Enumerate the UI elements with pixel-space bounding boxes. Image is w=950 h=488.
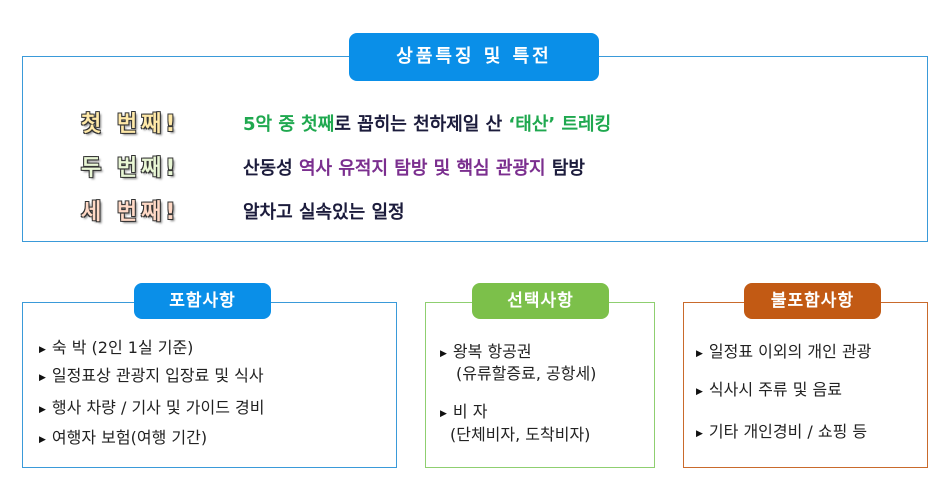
feature-1-highlight-b: ‘태산’ 트레킹 xyxy=(508,114,612,135)
optional-title: 선택사항 xyxy=(472,283,609,319)
included-panel: ▶숙 박 (2인 1실 기준) ▶일정표상 관광지 입장료 및 식사 ▶행사 차… xyxy=(22,302,397,468)
bullet-triangle-icon: ▶ xyxy=(696,387,703,397)
feature-ordinal-1: 첫 번째! xyxy=(81,112,180,137)
excluded-item-1: ▶일정표 이외의 개인 관광 xyxy=(696,341,871,365)
excluded-title: 불포함사항 xyxy=(744,283,881,319)
feature-1-highlight-a: 5악 중 첫째 xyxy=(243,114,335,135)
optional-item-1: ▶왕복 항공권 xyxy=(440,341,532,365)
feature-1-plain: 로 꼽히는 천하제일 산 xyxy=(334,114,509,135)
feature-2-plain-a: 산동성 xyxy=(243,158,299,179)
excluded-panel: ▶일정표 이외의 개인 관광 ▶식사시 주류 및 음료 ▶기타 개인경비 / 쇼… xyxy=(683,302,928,468)
feature-text-2: 산동성 역사 유적지 탐방 및 핵심 관광지 탐방 xyxy=(243,151,585,187)
feature-row-3: 세 번째! 알차고 실속있는 일정 xyxy=(23,195,927,231)
feature-ordinal-3: 세 번째! xyxy=(81,200,180,225)
bullet-triangle-icon: ▶ xyxy=(39,345,46,355)
excluded-item-2: ▶식사시 주류 및 음료 xyxy=(696,379,842,403)
optional-item-1-detail: (유류할증료, 공항세) xyxy=(456,364,597,383)
included-item-4: ▶여행자 보험(여행 기간) xyxy=(39,427,207,451)
bullet-triangle-icon: ▶ xyxy=(39,405,46,415)
included-item-2: ▶일정표상 관광지 입장료 및 식사 xyxy=(39,365,264,389)
bullet-triangle-icon: ▶ xyxy=(696,429,703,439)
included-item-1: ▶숙 박 (2인 1실 기준) xyxy=(39,337,193,361)
excluded-item-3: ▶기타 개인경비 / 쇼핑 등 xyxy=(696,421,867,445)
included-item-3: ▶행사 차량 / 기사 및 가이드 경비 xyxy=(39,397,264,421)
bullet-triangle-icon: ▶ xyxy=(440,349,447,359)
features-panel: 첫 번째! 5악 중 첫째로 꼽히는 천하제일 산 ‘태산’ 트레킹 두 번째!… xyxy=(22,56,928,242)
feature-text-3: 알차고 실속있는 일정 xyxy=(243,195,405,231)
feature-row-1: 첫 번째! 5악 중 첫째로 꼽히는 천하제일 산 ‘태산’ 트레킹 xyxy=(23,107,927,143)
feature-2-plain-b: 탐방 xyxy=(545,158,585,179)
feature-2-highlight: 역사 유적지 탐방 및 핵심 관광지 xyxy=(298,158,546,179)
bullet-triangle-icon: ▶ xyxy=(39,373,46,383)
bullet-triangle-icon: ▶ xyxy=(440,409,447,419)
features-title: 상품특징 및 특전 xyxy=(349,33,599,81)
bullet-triangle-icon: ▶ xyxy=(39,435,46,445)
feature-ordinal-2: 두 번째! xyxy=(81,156,180,181)
optional-item-2-detail: (단체비자, 도착비자) xyxy=(450,425,591,444)
feature-text-1: 5악 중 첫째로 꼽히는 천하제일 산 ‘태산’ 트레킹 xyxy=(243,107,611,143)
feature-row-2: 두 번째! 산동성 역사 유적지 탐방 및 핵심 관광지 탐방 xyxy=(23,151,927,187)
optional-item-2: ▶비 자 xyxy=(440,401,487,425)
optional-panel: ▶왕복 항공권 (유류할증료, 공항세) ▶비 자 (단체비자, 도착비자) xyxy=(425,302,655,468)
included-title: 포함사항 xyxy=(134,283,271,319)
feature-3-plain: 알차고 실속있는 일정 xyxy=(243,202,405,223)
bullet-triangle-icon: ▶ xyxy=(696,349,703,359)
